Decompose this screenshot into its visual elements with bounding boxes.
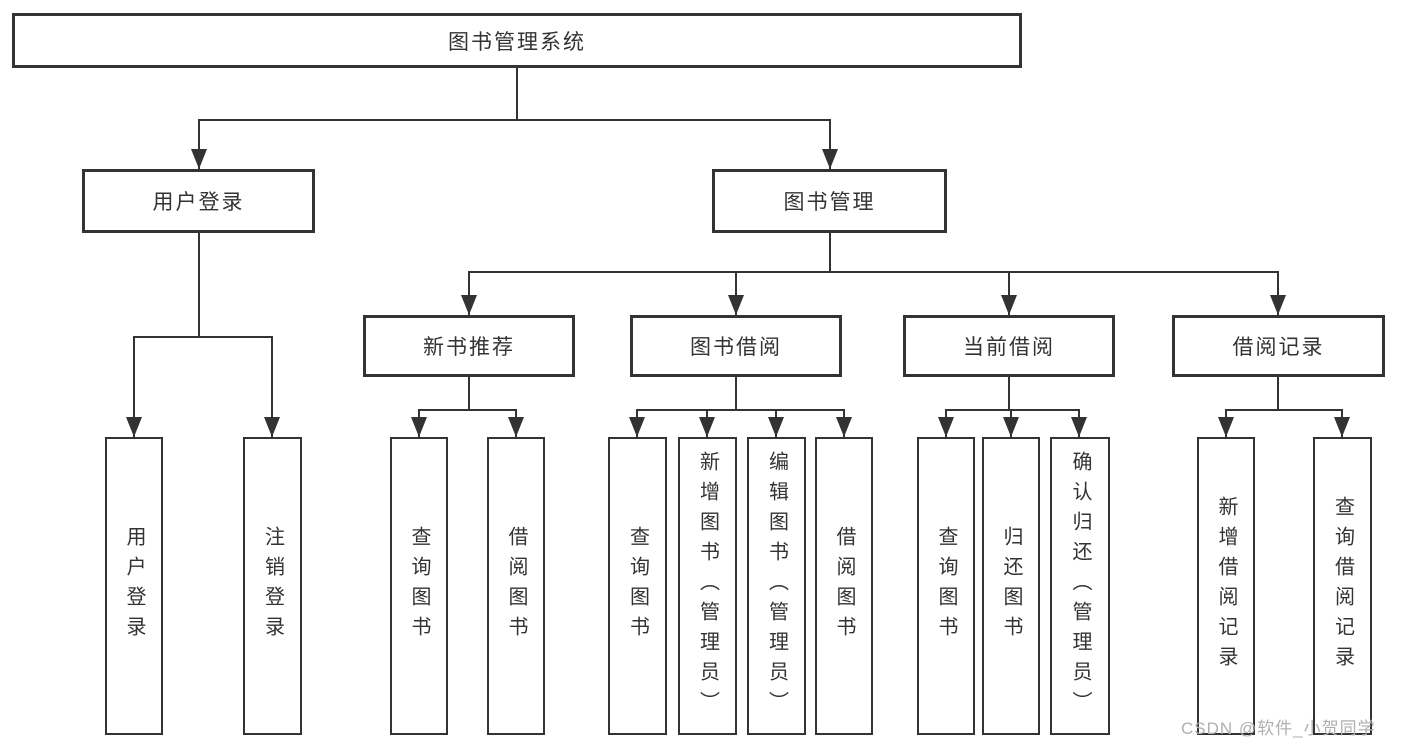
leaf-label: 确认归还（管理员） <box>1069 451 1091 721</box>
node-leaf-user-login: 用户登录 <box>105 437 163 735</box>
node-book-borrow-label: 图书借阅 <box>690 336 782 359</box>
connector-line <box>735 272 737 315</box>
arrowhead-down <box>836 417 852 437</box>
leaf-label: 借阅图书 <box>833 526 855 646</box>
connector-line <box>468 272 470 315</box>
arrowhead-down <box>191 149 207 169</box>
arrowhead-down <box>126 417 142 437</box>
connector-line <box>133 337 135 437</box>
node-borrow-record: 借阅记录 <box>1172 315 1385 377</box>
leaf-label: 借阅图书 <box>505 526 527 646</box>
node-root-label: 图书管理系统 <box>448 30 586 54</box>
arrowhead-down <box>264 417 280 437</box>
leaf-label: 新增图书（管理员） <box>696 451 719 721</box>
node-current-borrow: 当前借阅 <box>903 315 1115 377</box>
arrowhead-down <box>508 417 524 437</box>
node-user-login: 用户登录 <box>82 169 315 233</box>
node-borrow-record-label: 借阅记录 <box>1232 336 1325 359</box>
connector-line <box>1225 409 1343 411</box>
connector-line <box>516 68 518 120</box>
connector-line <box>468 271 1279 273</box>
leaf-label: 编辑图书（管理员） <box>765 451 788 721</box>
node-new-book-recommend-label: 新书推荐 <box>423 336 515 359</box>
connector-line <box>418 409 517 411</box>
node-leaf-record-add: 新增借阅记录 <box>1197 437 1255 735</box>
connector-line <box>1008 272 1010 315</box>
connector-line <box>271 337 273 437</box>
node-current-borrow-label: 当前借阅 <box>963 336 1055 359</box>
arrowhead-down <box>411 417 427 437</box>
node-leaf-current-return: 归还图书 <box>982 437 1040 735</box>
node-leaf-newbook-borrow: 借阅图书 <box>487 437 545 735</box>
arrowhead-down <box>699 417 715 437</box>
arrowhead-down <box>461 295 477 315</box>
arrowhead-down <box>1218 417 1234 437</box>
leaf-label: 用户登录 <box>123 526 145 646</box>
connector-line <box>1008 377 1010 410</box>
arrowhead-down <box>822 149 838 169</box>
connector-line <box>829 233 831 272</box>
node-new-book-recommend: 新书推荐 <box>363 315 575 377</box>
leaf-label: 查询图书 <box>935 526 957 646</box>
node-leaf-current-confirm-admin: 确认归还（管理员） <box>1050 437 1110 735</box>
node-leaf-record-query: 查询借阅记录 <box>1313 437 1372 735</box>
node-leaf-borrow-edit-admin: 编辑图书（管理员） <box>747 437 806 735</box>
node-leaf-borrow-add-admin: 新增图书（管理员） <box>678 437 737 735</box>
leaf-label: 查询图书 <box>408 526 430 646</box>
node-leaf-newbook-query: 查询图书 <box>390 437 448 735</box>
node-user-login-label: 用户登录 <box>152 191 245 214</box>
connector-line <box>198 119 831 121</box>
connector-line <box>133 336 273 338</box>
connector-line <box>468 377 470 410</box>
node-leaf-borrow-query: 查询图书 <box>608 437 667 735</box>
arrowhead-down <box>1001 295 1017 315</box>
connector-line <box>198 120 200 169</box>
connector-line <box>829 120 831 169</box>
node-leaf-current-query: 查询图书 <box>917 437 975 735</box>
node-root: 图书管理系统 <box>12 13 1022 68</box>
csdn-watermark: CSDN @软件_小贺同学 <box>1181 719 1376 738</box>
connector-line <box>1277 272 1279 315</box>
node-book-borrow: 图书借阅 <box>630 315 842 377</box>
node-leaf-logout: 注销登录 <box>243 437 302 735</box>
arrowhead-down <box>728 295 744 315</box>
leaf-label: 查询借阅记录 <box>1331 496 1354 676</box>
arrowhead-down <box>768 417 784 437</box>
connector-line <box>735 377 737 410</box>
leaf-label: 归还图书 <box>1000 526 1022 646</box>
arrowhead-down <box>1003 417 1019 437</box>
arrowhead-down <box>629 417 645 437</box>
connector-line <box>945 409 1080 411</box>
leaf-label: 新增借阅记录 <box>1215 496 1237 676</box>
node-leaf-borrow-borrow: 借阅图书 <box>815 437 873 735</box>
arrowhead-down <box>1071 417 1087 437</box>
connector-line <box>636 409 845 411</box>
node-book-management-label: 图书管理 <box>783 191 876 214</box>
arrowhead-down <box>1270 295 1286 315</box>
arrowhead-down <box>938 417 954 437</box>
leaf-label: 查询图书 <box>626 526 649 646</box>
connector-line <box>1277 377 1279 410</box>
leaf-label: 注销登录 <box>261 526 284 646</box>
node-book-management: 图书管理 <box>712 169 947 233</box>
connector-line <box>198 233 200 337</box>
arrowhead-down <box>1334 417 1350 437</box>
